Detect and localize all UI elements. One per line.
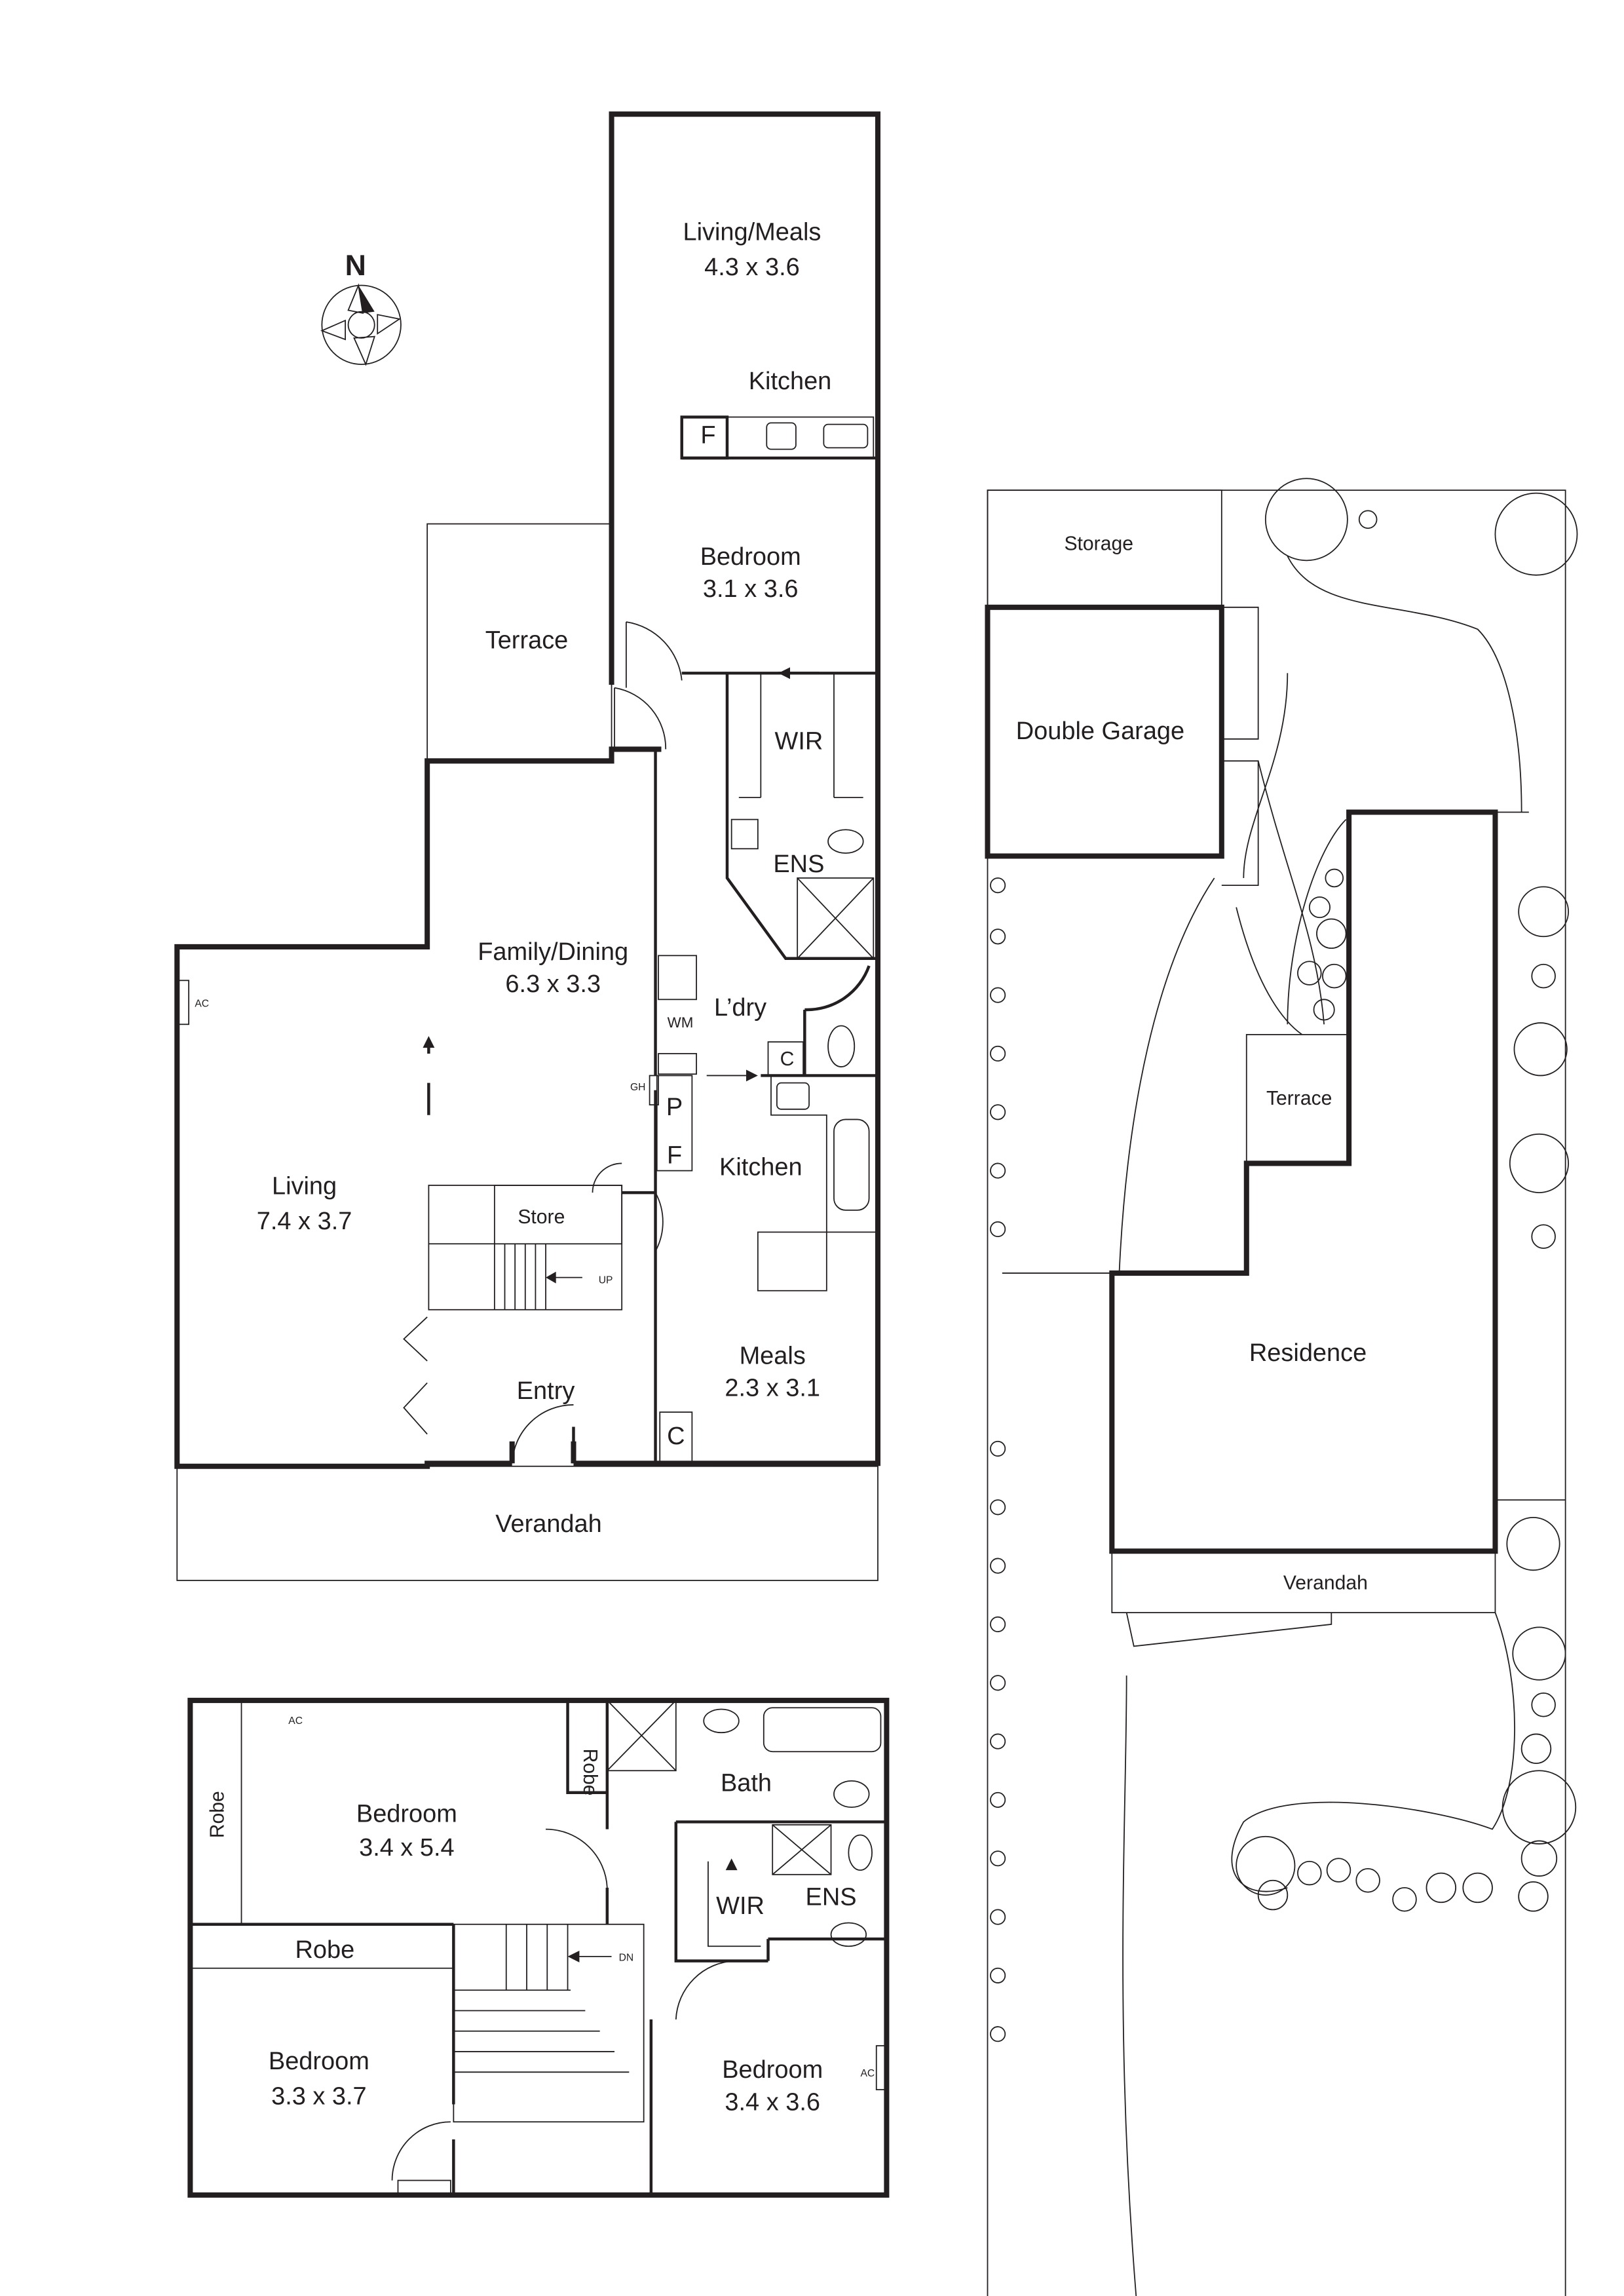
- garage-label: Double Garage: [1016, 718, 1184, 745]
- wm-label: WM: [668, 1014, 694, 1031]
- arrow-icon: [546, 1271, 556, 1284]
- basin-icon: [830, 1922, 867, 1947]
- room-dims: 3.1 x 3.6: [703, 575, 799, 603]
- ac-label: AC: [288, 1715, 303, 1727]
- site-boundary: [987, 489, 1566, 2296]
- staircase: [453, 1923, 645, 2123]
- stair-down-label: DN: [619, 1953, 634, 1964]
- compass: N: [320, 250, 402, 366]
- verandah-outline: [1111, 1550, 1496, 1613]
- room-dims: 7.4 x 3.7: [257, 1208, 352, 1235]
- toilet-icon: [848, 1834, 873, 1871]
- room-label: Terrace: [485, 626, 569, 654]
- room-label: Kitchen: [719, 1153, 803, 1181]
- verandah-outline: [176, 1465, 878, 1581]
- site-plan: [985, 478, 1578, 2296]
- north-arrow-icon: [358, 285, 375, 313]
- residence-outline: [1109, 809, 1498, 1554]
- room-label: ENS: [806, 1884, 857, 1911]
- room-label: WIR: [716, 1892, 765, 1920]
- sink-icon: [823, 423, 869, 449]
- room-label: Bedroom: [722, 2056, 823, 2084]
- bathtub-icon: [763, 1707, 882, 1753]
- gh-label: GH: [630, 1082, 645, 1093]
- room-dims: 6.3 x 3.3: [505, 970, 601, 998]
- room-label: Verandah: [495, 1510, 602, 1538]
- room-label: Bedroom: [269, 2048, 369, 2075]
- stair-up-label: UP: [599, 1275, 613, 1286]
- ground-floor-plan: [174, 111, 881, 1581]
- room-label: Bedroom: [356, 1800, 457, 1827]
- toilet-icon: [833, 1780, 870, 1808]
- tree-icons: [990, 478, 1578, 2042]
- sink-icon: [833, 1119, 870, 1211]
- room-label: Living/Meals: [683, 218, 821, 246]
- cooktop-icon: [766, 422, 797, 450]
- room-label: L’dry: [714, 994, 766, 1022]
- cooktop-icon: [776, 1082, 810, 1110]
- fridge-label: F: [667, 1141, 682, 1169]
- toilet-icon: [827, 1025, 856, 1067]
- room-label: ENS: [773, 851, 824, 878]
- room-label: Living: [272, 1172, 337, 1200]
- room-label: Kitchen: [749, 368, 832, 395]
- cupboard-label: C: [667, 1423, 685, 1450]
- first-floor-plan: [187, 1698, 890, 2198]
- residence-label: Residence: [1249, 1339, 1367, 1367]
- room-label: WIR: [775, 727, 823, 755]
- room-dims: 3.3 x 3.7: [271, 2082, 367, 2110]
- room-dims: 4.3 x 3.6: [704, 254, 800, 281]
- room-label: Robe: [295, 1936, 354, 1964]
- room-label: Entry: [517, 1377, 575, 1405]
- room-dims: 3.4 x 3.6: [725, 2088, 820, 2116]
- verandah-label: Verandah: [1283, 1572, 1368, 1594]
- room-label: Meals: [740, 1342, 806, 1369]
- north-label: N: [345, 250, 366, 282]
- terrace-outline: [1245, 1034, 1350, 1164]
- compass-circle-icon: [321, 284, 402, 365]
- ac-label: AC: [861, 2068, 875, 2079]
- pantry-label: P: [666, 1094, 683, 1121]
- room-label: Robe: [207, 1791, 229, 1838]
- room-dims: 3.4 x 5.4: [359, 1834, 455, 1862]
- room-label: Bedroom: [700, 543, 801, 571]
- storage-label: Storage: [1064, 533, 1133, 555]
- room-label: Robe: [579, 1748, 601, 1795]
- fridge-label: F: [700, 422, 715, 450]
- room-dims: 2.3 x 3.1: [725, 1375, 820, 1402]
- basin-icon: [703, 1708, 740, 1734]
- arrow-icon: [746, 1069, 758, 1082]
- room-label: Bath: [721, 1770, 772, 1797]
- garage-outline: [985, 604, 1224, 859]
- toilet-icon: [827, 829, 864, 854]
- ac-label: AC: [195, 998, 209, 1009]
- room-label: Family/Dining: [478, 938, 628, 966]
- room-label: Store: [518, 1206, 565, 1228]
- washing-machine-icon: [658, 955, 697, 1001]
- cupboard-label: C: [780, 1048, 795, 1070]
- terrace-label: Terrace: [1266, 1088, 1332, 1109]
- arrow-icon: [778, 667, 791, 679]
